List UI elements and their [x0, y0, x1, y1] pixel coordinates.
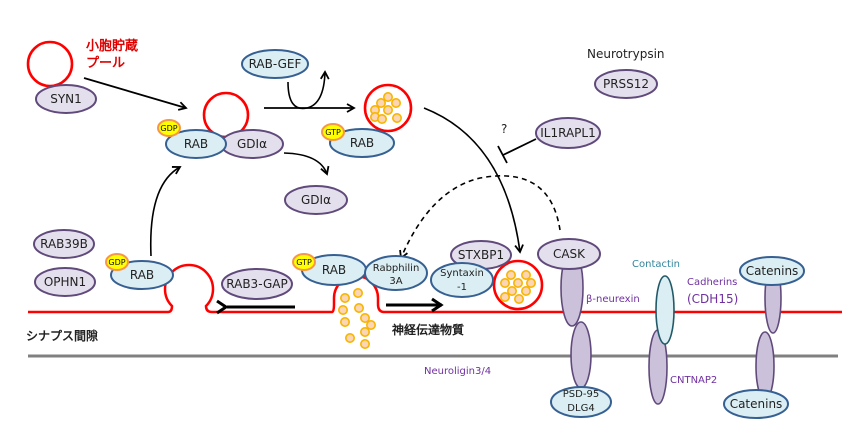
syn1-label: SYN1 — [50, 92, 82, 106]
arrow-gdi-release — [283, 152, 330, 176]
gdi-alpha-bound: GDIα — [220, 129, 284, 159]
gdp-badge-top: GDP — [157, 119, 181, 137]
beta-neurexin-label: β-neurexin — [586, 294, 640, 305]
rab-label: RAB — [350, 136, 374, 150]
syntaxin-label-1: Syntaxin — [440, 268, 484, 279]
svg-text:GDP: GDP — [160, 124, 177, 133]
released-neurotransmitters — [337, 287, 377, 350]
svg-text:GTP: GTP — [296, 258, 312, 267]
ophn1-protein: OPHN1 — [34, 267, 96, 297]
neuroligin-protein — [570, 321, 592, 389]
rab3-gap-label: RAB3-GAP — [226, 277, 287, 291]
catenins-pre-label: Catenins — [746, 264, 799, 278]
il1rapl1-label: IL1RAPL1 — [540, 126, 595, 140]
neurotransmitter-label: 神経伝達物質 — [392, 322, 464, 337]
il1rapl1-protein: IL1RAPL1 — [535, 117, 601, 149]
arrow-docking — [423, 107, 524, 254]
cadherins-label: Cadherins — [687, 277, 737, 288]
gdi-alpha-free-label: GDIα — [301, 193, 331, 207]
rab-gtp-vesicle-complex: RAB — [329, 128, 395, 158]
question-mark: ? — [501, 122, 507, 136]
gtp-badge-top: GTP — [321, 123, 345, 141]
rab-label: RAB — [184, 137, 208, 151]
arrow-cask-dashed — [399, 175, 561, 260]
presynaptic-membrane — [28, 263, 842, 314]
syn1-protein: SYN1 — [35, 84, 97, 114]
syntaxin-label-2: -1 — [457, 282, 467, 293]
prss12-protein: PRSS12 — [594, 69, 658, 99]
stxbp1-protein: STXBP1 — [450, 240, 512, 270]
arrow-syn1-to-rab — [83, 77, 188, 111]
rabphilin-3a-protein: Rabphilin 3A — [364, 255, 428, 291]
cask-protein: CASK — [537, 238, 601, 270]
inhibition-il1rapl1 — [502, 138, 537, 156]
svg-text:GTP: GTP — [325, 128, 341, 137]
psd95-label-1: PSD-95 — [563, 389, 599, 400]
reserve-pool-vesicle — [26, 40, 74, 88]
neurotrypsin-label: Neurotrypsin — [587, 47, 665, 61]
reserve-pool-label-1: 小胞貯蔵 — [86, 38, 138, 54]
svg-text:GDP: GDP — [108, 258, 125, 267]
catenins-post-protein: Catenins — [723, 389, 789, 419]
arrow-rab-gef-exchange — [287, 70, 330, 110]
stxbp1-label: STXBP1 — [458, 248, 504, 262]
rab-gef-protein: RAB-GEF — [241, 49, 309, 79]
psd95-label-2: DLG4 — [567, 403, 594, 414]
cntnap2-label: CNTNAP2 — [670, 375, 717, 386]
catenins-post-label: Catenins — [730, 397, 783, 411]
rab-label: RAB — [322, 263, 346, 277]
inhibition-bar — [497, 145, 508, 164]
catenins-pre-protein: Catenins — [739, 256, 805, 286]
reserve-pool-label-2: プール — [86, 56, 125, 71]
rabphilin-label-2: 3A — [389, 276, 402, 287]
rab-gdp-recycled: RAB — [110, 260, 174, 290]
synaptic-cleft-label: シナプス間隙 — [26, 328, 98, 343]
gdi-alpha-bound-label: GDIα — [237, 137, 267, 151]
rab-gdp-vesicle-complex: RAB — [165, 129, 227, 159]
rab39b-protein: RAB39B — [33, 229, 95, 259]
cask-label: CASK — [553, 247, 586, 261]
rabphilin-label-1: Rabphilin — [373, 263, 420, 274]
contactin-protein — [655, 275, 675, 345]
cdh15-label: (CDH15) — [687, 292, 738, 306]
prss12-label: PRSS12 — [603, 77, 649, 91]
rab3-gap-protein: RAB3-GAP — [221, 268, 293, 300]
contactin-label: Contactin — [632, 259, 680, 270]
neuroligin-label: Neuroligin3/4 — [424, 366, 491, 377]
ophn1-label: OPHN1 — [44, 275, 86, 289]
gtp-badge-bottom: GTP — [292, 253, 316, 271]
gdi-alpha-free: GDIα — [284, 185, 348, 215]
rab39b-label: RAB39B — [40, 237, 88, 251]
rab-label: RAB — [130, 268, 154, 282]
syntaxin-1-protein: Syntaxin -1 — [430, 262, 494, 298]
gdp-badge-bottom: GDP — [105, 253, 129, 271]
rab-gef-label: RAB-GEF — [249, 57, 302, 71]
psd95-protein: PSD-95 DLG4 — [550, 386, 612, 418]
arrow-recycle-to-rab-gdp — [149, 166, 182, 257]
